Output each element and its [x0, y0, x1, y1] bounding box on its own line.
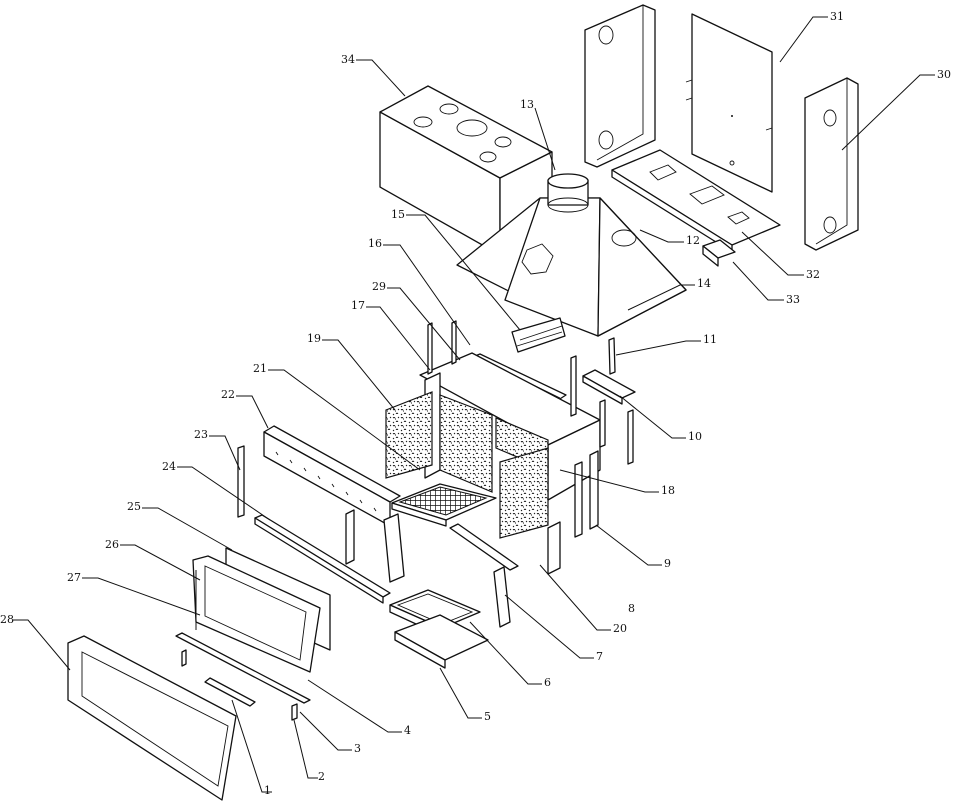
label-15: 15: [391, 208, 405, 221]
label-23: 23: [194, 428, 208, 441]
label-5: 5: [484, 710, 491, 723]
label-18: 18: [661, 484, 675, 497]
label-19: 19: [307, 332, 321, 345]
part-1-2-3-4-small: [175, 632, 311, 721]
label-16: 16: [368, 237, 382, 250]
label-28: 28: [0, 613, 14, 626]
label-9: 9: [664, 557, 671, 570]
part-24-angle: [254, 514, 391, 604]
label-11: 11: [703, 333, 717, 346]
label-33: 33: [786, 293, 800, 306]
leader-lines: [12, 16, 935, 793]
part-30-side-panel: [804, 77, 859, 251]
label-34: 34: [341, 53, 355, 66]
part-20-bar: [449, 523, 519, 571]
part-31-back-panel: [685, 13, 773, 193]
part-23-strip: [237, 445, 245, 518]
label-10: 10: [688, 430, 702, 443]
label-4: 4: [404, 724, 411, 737]
part-side-panel: [584, 4, 656, 168]
label-12: 12: [686, 234, 700, 247]
label-3: 3: [354, 742, 361, 755]
part-firebox: [419, 320, 634, 501]
label-26: 26: [105, 538, 119, 551]
part-19-21-18-stone-panels: [385, 391, 549, 539]
label-17: 17: [351, 299, 365, 312]
label-22: 22: [221, 388, 235, 401]
label-14: 14: [697, 277, 711, 290]
label-1: 1: [264, 784, 271, 797]
label-27: 27: [67, 571, 81, 584]
label-2: 2: [318, 770, 325, 783]
label-20: 20: [613, 622, 627, 635]
part-5-6-ashtray: [389, 589, 489, 669]
label-7: 7: [596, 650, 603, 663]
part-33-bracket: [702, 239, 736, 267]
label-30: 30: [937, 68, 951, 81]
part-28-frame: [67, 635, 237, 801]
label-6: 6: [544, 676, 551, 689]
label-32: 32: [806, 268, 820, 281]
label-24: 24: [162, 460, 176, 473]
part-grate: [391, 483, 497, 527]
part-22-lintel: [263, 425, 401, 527]
part-12-13-14-hood: [456, 173, 687, 353]
part-10-11-brackets: [582, 337, 636, 405]
part-26-27-door: [192, 555, 321, 673]
label-29: 29: [372, 280, 386, 293]
label-13: 13: [520, 98, 534, 111]
label-21: 21: [253, 362, 267, 375]
part-side-brackets: [345, 450, 599, 628]
label-25: 25: [127, 500, 141, 513]
part-labels: 1 2 3 4 5 6 7 9 8 10 11 12 13 14 15 16 1…: [0, 10, 951, 797]
label-8: 8: [628, 602, 635, 615]
label-31: 31: [830, 10, 844, 23]
